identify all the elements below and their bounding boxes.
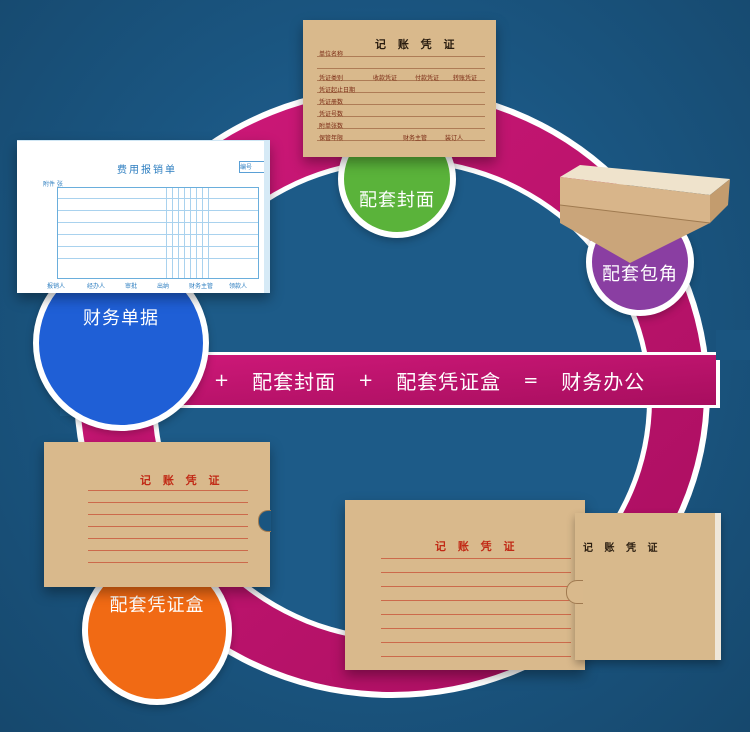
cover-sub-label: 装订人 <box>445 135 464 142</box>
voucher-box-small-image: 记 账 凭 证 <box>44 442 271 587</box>
equation-term-cover: 配套封面 <box>252 369 337 394</box>
cover-title: 记 账 凭 证 <box>375 38 459 51</box>
receipt-footer-label: 出纳 <box>157 283 170 290</box>
cover-row-label: 单位名称 <box>319 51 344 58</box>
badge-cover-label: 配套封面 <box>359 190 435 211</box>
equation-plus: + <box>358 369 375 391</box>
cover-sub-label: 财务主管 <box>403 135 428 142</box>
receipt-number-box: 编号 <box>239 161 267 173</box>
insert-title: 记 账 凭 证 <box>583 543 662 554</box>
receipt-footer-label: 经办人 <box>87 283 106 290</box>
equation-equals: = <box>523 369 540 391</box>
receipt-footer-label: 财务主管 <box>189 283 214 290</box>
receipt-title: 费用报销单 <box>117 165 177 176</box>
receipt-footer-label: 报销人 <box>47 283 66 290</box>
box-left-notch <box>258 510 271 532</box>
expense-receipt-image: 费用报销单 编号 附件 张 报销人 经办人 审批 出纳 财务主管 领款人 <box>17 140 270 293</box>
receipt-attachment-caption: 附件 张 <box>43 181 63 188</box>
voucher-cover-image: 记 账 凭 证 单位名称 凭证类别 凭证起止日期 凭证册数 凭证号数 附单张数 … <box>303 20 496 157</box>
corner-pack-image <box>560 165 730 263</box>
voucher-box-large-image: 记 账 凭 证 <box>345 500 585 670</box>
cover-row-label: 凭证册数 <box>319 99 344 106</box>
badge-box-label: 配套凭证盒 <box>109 595 205 616</box>
cover-row-label: 凭证号数 <box>319 111 344 118</box>
receipt-footer-label: 审批 <box>125 283 138 290</box>
badge-receipt-label: 财务单据 <box>83 308 159 329</box>
cover-row-label: 凭证起止日期 <box>319 87 356 94</box>
equation-plus: + <box>214 369 231 391</box>
equation-term-box: 配套凭证盒 <box>396 369 502 394</box>
box-right-notch <box>566 580 583 604</box>
cover-row-label: 附单张数 <box>319 123 344 130</box>
cover-sub-label: 付款凭证 <box>415 75 440 82</box>
cover-row-label: 凭证类别 <box>319 75 344 82</box>
badge-corner-label: 配套包角 <box>602 264 678 285</box>
receipt-perforation-strip <box>264 141 270 293</box>
receipt-grid <box>57 187 259 279</box>
voucher-insert-image: 记 账 凭 证 <box>575 513 721 660</box>
equation-result: 财务办公 <box>561 369 646 394</box>
cover-sub-label: 转账凭证 <box>453 75 478 82</box>
cover-sub-label: 收款凭证 <box>373 75 398 82</box>
receipt-footer-label: 领款人 <box>229 283 248 290</box>
cover-row-label: 保管年限 <box>319 135 344 142</box>
box-right-title: 记 账 凭 证 <box>435 540 519 553</box>
equation-bar: 凭证 + 配套封面 + 配套凭证盒 = 财务办公 <box>150 362 710 398</box>
receipt-number-label: 编号 <box>240 164 253 171</box>
box-left-title: 记 账 凭 证 <box>140 474 224 487</box>
